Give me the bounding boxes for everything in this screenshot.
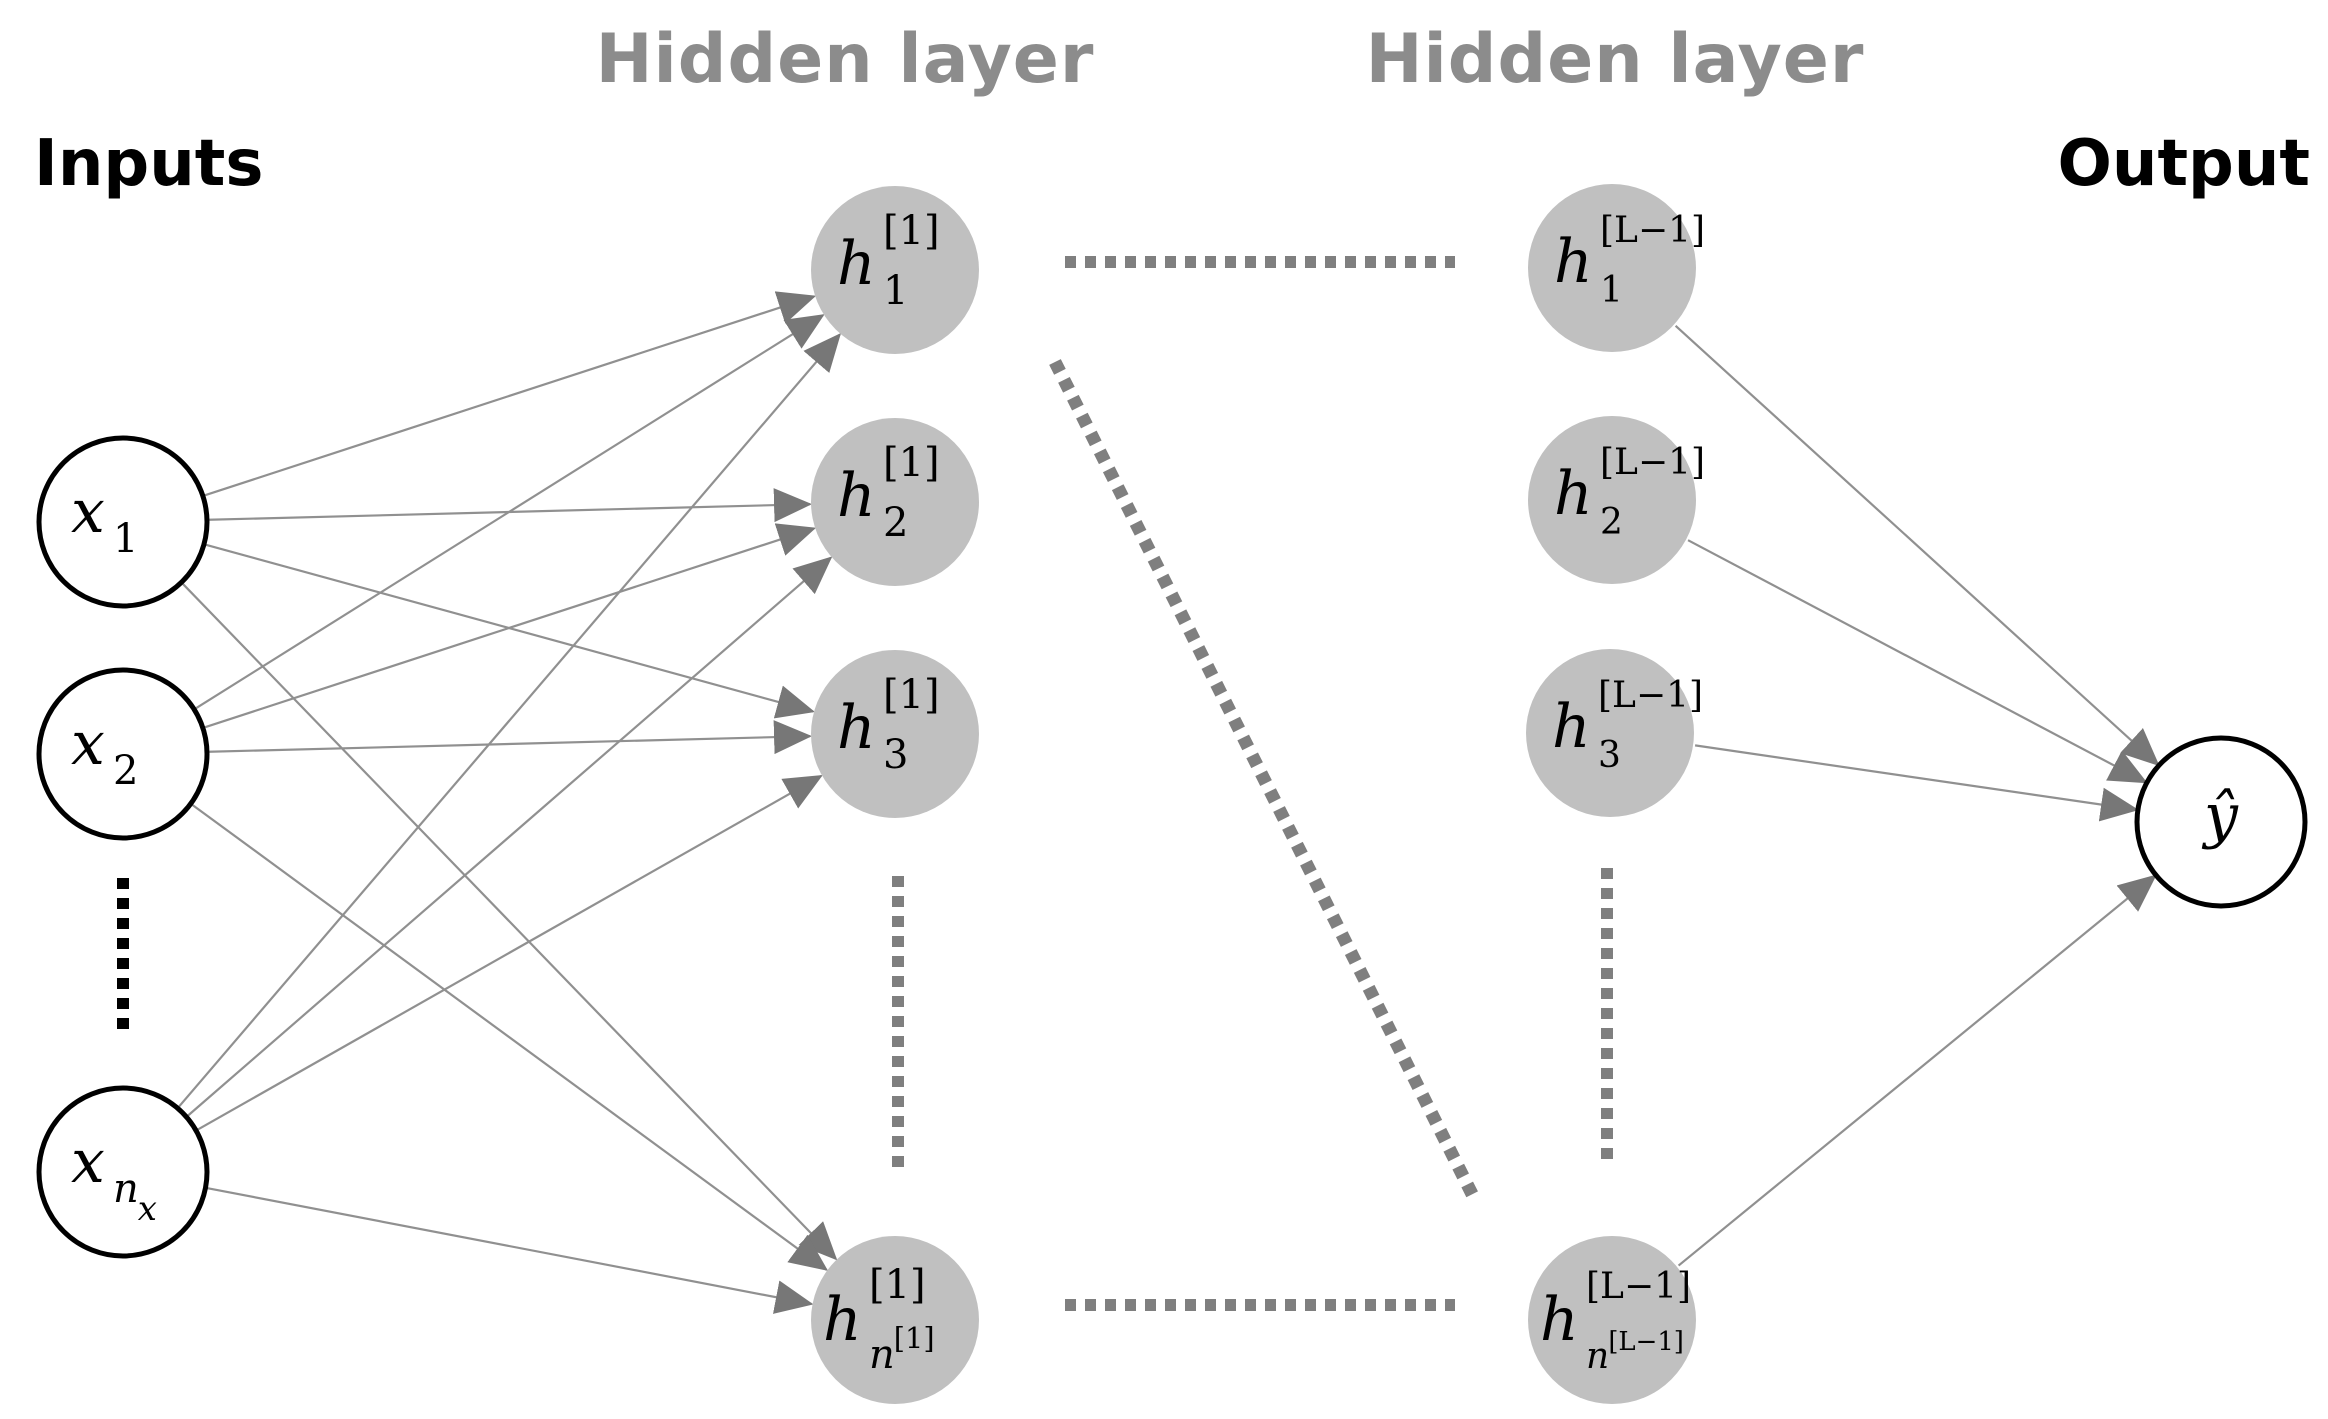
hiddenL-node-3-superscript: [L−1]: [1598, 675, 1703, 716]
hidden1-node-4-circle: [811, 1236, 979, 1404]
hidden1-node-3-label: h: [837, 693, 876, 763]
hidden1-node-4: h[1]n[1]: [811, 1236, 979, 1404]
hiddenL-node-1-superscript: [L−1]: [1600, 210, 1705, 251]
edge-x3-h1-1: [178, 333, 842, 1108]
input-node-1-subscript: 1: [113, 516, 138, 562]
input-node-1-label: x: [71, 477, 105, 547]
hidden1-node-2-superscript: [1]: [883, 440, 940, 486]
output-node-label: ŷ: [2201, 781, 2239, 851]
hidden1-node-3-subscript: 3: [883, 732, 908, 778]
diagonal-dots: [1049, 359, 1481, 1203]
edge-x2-h1-4: [191, 803, 829, 1271]
input-node-2-label: x: [71, 709, 105, 779]
hiddenL-node-1-subscript: 1: [1600, 270, 1623, 311]
connection-edges: [178, 291, 2160, 1314]
hiddenL-node-4-circle: [1528, 1236, 1696, 1404]
edge-x1-h1-1: [204, 291, 817, 497]
hidden1-node-4-superscript: [1]: [869, 1262, 926, 1308]
hiddenL-node-2-subscript: 2: [1600, 502, 1623, 543]
ellipsis-dots: [117, 256, 1613, 1311]
hidden1-node-2-circle: [811, 418, 979, 586]
hiddenL-node-4-superscript: [L−1]: [1586, 1266, 1691, 1307]
hidden1-node-4-subscript: n: [869, 1332, 895, 1378]
inputs-header: Inputs: [34, 127, 263, 201]
hiddenL-node-2-superscript: [L−1]: [1600, 442, 1705, 483]
edge-x1-h1-4: [182, 583, 838, 1261]
edge-x3-h1-4: [207, 1187, 814, 1314]
hiddenL-node-2-circle: [1528, 416, 1696, 584]
edge-x2-h1-2: [204, 523, 817, 729]
hidden-layer-header-2: Hidden layer: [1366, 20, 1865, 99]
edge-hL2-output: [1687, 539, 2148, 784]
hiddenL-node-2: h[L−1] 2: [1528, 416, 1705, 584]
input-node-3-circle: [36, 1085, 210, 1259]
output-header: Output: [2057, 127, 2310, 201]
input-node-3-subscript: n: [113, 1166, 139, 1212]
output-node: ŷ: [2134, 735, 2308, 909]
edge-x3-h1-3: [197, 774, 823, 1131]
hidden1-node-1-label: h: [837, 229, 876, 299]
hidden1-node-1-circle: [811, 186, 979, 354]
hiddenL-node-1-circle: [1528, 184, 1696, 352]
hidden1-node-2-label: h: [837, 461, 876, 531]
hiddenL-node-4: h[L−1]n[L−1]: [1528, 1236, 1696, 1404]
edge-hL1-output: [1674, 325, 2160, 767]
input-node-2-subscript: 2: [113, 748, 138, 794]
hiddenL-node-1: h[L−1] 1: [1528, 184, 1705, 352]
edge-x2-h1-1: [195, 314, 825, 710]
hidden1-node-1-subscript: 1: [883, 268, 908, 314]
hiddenL-node-3: h[L−1] 3: [1526, 649, 1703, 817]
edge-hL4-output: [1677, 874, 2157, 1267]
edge-x3-h1-2: [187, 556, 833, 1117]
hidden1-node-3-circle: [811, 650, 979, 818]
hidden1-node-2-subscript: 2: [883, 500, 908, 546]
hiddenL-node-3-circle: [1526, 649, 1694, 817]
hiddenL-node-3-subscript: 3: [1598, 735, 1621, 776]
hiddenL-node-4-subscript: n: [1586, 1336, 1609, 1377]
hidden1-node-4-sub-superscript: [1]: [894, 1321, 935, 1355]
edge-hL3-output: [1694, 744, 2139, 822]
input-node-3-sub-subscript: x: [138, 1189, 157, 1229]
hiddenL-node-2-label: h: [1554, 459, 1593, 529]
hiddenL-node-3-label: h: [1552, 692, 1591, 762]
hidden1-node-3-superscript: [1]: [883, 672, 940, 718]
hidden1-node-4-label: h: [823, 1285, 862, 1355]
input-node-2-circle: [36, 667, 210, 841]
hiddenL-node-4-label: h: [1540, 1285, 1579, 1355]
hiddenL-node-4-sub-superscript: [L−1]: [1608, 1327, 1684, 1357]
hidden1-node-1: h[1] 1: [811, 186, 979, 354]
hidden1-node-2: h[1] 2: [811, 418, 979, 586]
input-node-1-circle: [36, 435, 210, 609]
hidden-layer-header-1: Hidden layer: [596, 20, 1095, 99]
output-node-circle: [2134, 735, 2308, 909]
hidden1-node-1-superscript: [1]: [883, 208, 940, 254]
hiddenL-node-1-label: h: [1554, 227, 1593, 297]
input-node-3-label: x: [71, 1127, 105, 1197]
edge-x2-h1-3: [208, 720, 813, 755]
hidden1-node-3: h[1] 3: [811, 650, 979, 818]
